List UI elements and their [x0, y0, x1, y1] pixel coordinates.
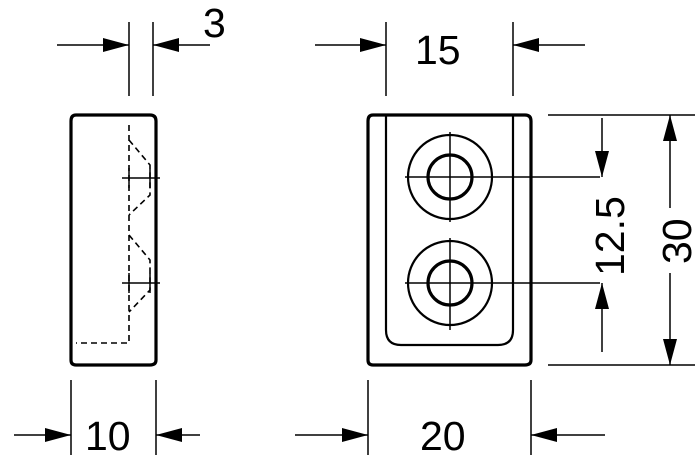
arrow-20-left: [342, 428, 368, 442]
dim-label-10: 10: [85, 413, 131, 459]
arrow-10-right: [156, 428, 182, 442]
dim-label-3: 3: [203, 0, 226, 46]
arrow-15-right: [513, 38, 539, 52]
side-view-outline: [69, 113, 158, 367]
arrow-20-right: [531, 428, 557, 442]
side-view-hidden-lines: [76, 125, 151, 344]
front-view-outline: [366, 113, 533, 367]
arrow-3-left: [103, 38, 129, 52]
arrow-3-right: [153, 38, 179, 52]
arrow-10-left: [45, 428, 71, 442]
dim-label-12-5: 12.5: [587, 196, 633, 276]
dim-label-30: 30: [654, 218, 700, 264]
front-view-channel: [384, 116, 515, 347]
mounting-hole-top: [405, 132, 600, 222]
front-view: 15 20 12.5 30: [295, 22, 700, 459]
dim-label-15: 15: [415, 27, 461, 73]
mounting-hole-bottom: [405, 238, 600, 330]
side-view-center-marks: [122, 168, 160, 293]
arrow-30-top: [663, 115, 677, 141]
dim-label-20: 20: [420, 413, 466, 459]
arrow-30-bottom: [663, 339, 677, 365]
arrow-12-5-bottom: [595, 283, 609, 309]
side-view: 3 10: [14, 0, 226, 459]
arrow-12-5-top: [595, 151, 609, 177]
arrow-15-left: [360, 38, 386, 52]
